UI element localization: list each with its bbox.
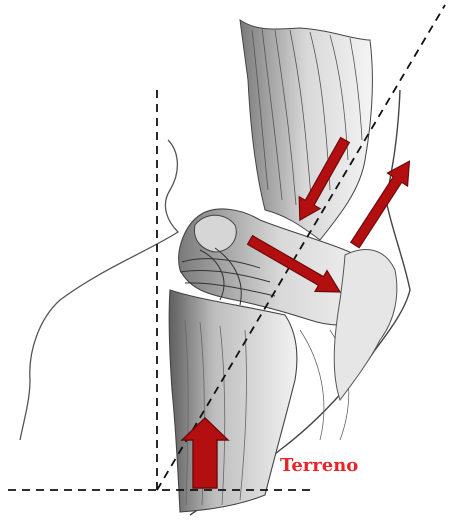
posterior-tissue-sketch <box>334 250 397 400</box>
ground-label: Terreno <box>280 455 358 476</box>
leg-outline-left <box>20 140 178 440</box>
